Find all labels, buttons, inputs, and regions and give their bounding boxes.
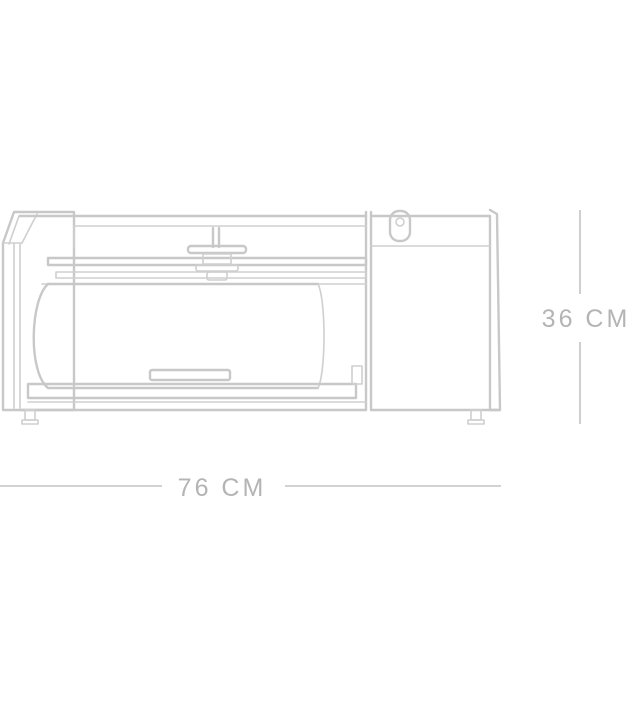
right-housing [369,208,502,412]
left-side-panel [1,210,76,412]
height-label: 36 CM [542,305,631,333]
width-label: 76 CM [178,474,267,502]
height-dimension: 36 CM [542,210,631,424]
width-dimension: 76 CM [0,474,501,502]
machine-feet [21,409,485,425]
machine-drawing [1,208,502,425]
main-cabinet [18,210,373,412]
spindle-mechanism [186,226,248,281]
bottom-tray [26,365,363,400]
drum-cylinder [32,282,325,390]
